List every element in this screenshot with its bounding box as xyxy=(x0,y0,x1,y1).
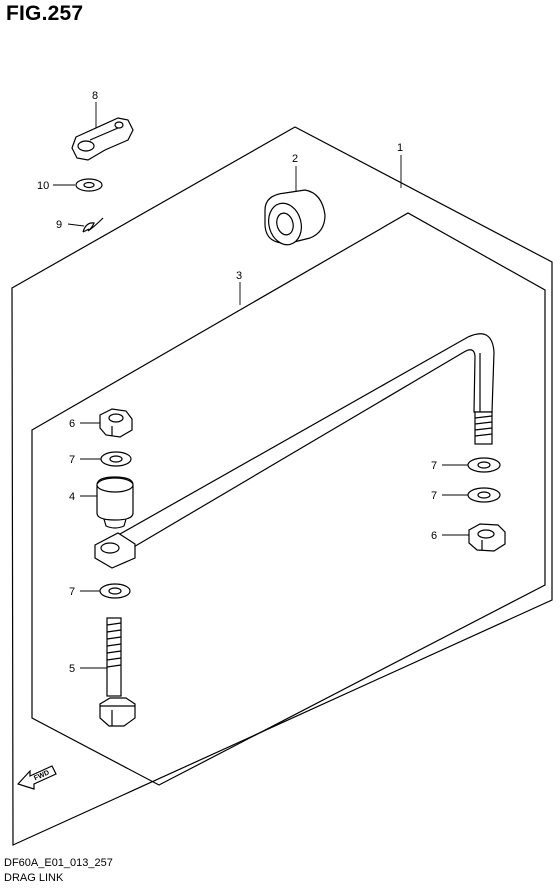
bolt-part xyxy=(99,617,136,727)
cotter-pin-part xyxy=(82,217,104,233)
callout-6a: 6 xyxy=(69,418,75,430)
figure-code: DF60A_E01_013_257 xyxy=(4,857,113,869)
callout-9: 9 xyxy=(56,219,62,231)
callout-1: 1 xyxy=(397,142,403,154)
kit-outline-outer xyxy=(11,126,553,846)
fwd-arrow-icon: FWD xyxy=(16,765,57,790)
lever-part xyxy=(71,117,134,161)
callout-2: 2 xyxy=(292,153,298,165)
washer-part-7a xyxy=(100,451,132,467)
callout-8: 8 xyxy=(92,90,98,102)
kit-outline-inner xyxy=(31,212,546,786)
callout-6b: 6 xyxy=(431,530,437,542)
washer-part-7d xyxy=(467,487,501,503)
collar-part xyxy=(96,476,134,529)
callout-10: 10 xyxy=(37,180,49,192)
figure-subtitle: DRAG LINK xyxy=(4,872,64,884)
leader-9 xyxy=(67,223,85,227)
figure-title: FIG.257 xyxy=(6,2,84,25)
bushing-part xyxy=(264,189,326,246)
callout-7c: 7 xyxy=(69,586,75,598)
callout-5: 5 xyxy=(69,663,75,675)
callout-7d: 7 xyxy=(431,490,437,502)
washer-part-10 xyxy=(75,178,103,192)
washer-part-7b xyxy=(467,457,501,473)
nut-part-6-right xyxy=(468,523,506,552)
callout-7a: 7 xyxy=(69,454,75,466)
washer-part-7c xyxy=(99,583,131,599)
callout-3: 3 xyxy=(236,270,242,282)
nut-part-6-left xyxy=(99,408,133,438)
callout-7b: 7 xyxy=(431,460,437,472)
drag-link-rod xyxy=(94,333,495,569)
callout-4: 4 xyxy=(69,491,75,503)
